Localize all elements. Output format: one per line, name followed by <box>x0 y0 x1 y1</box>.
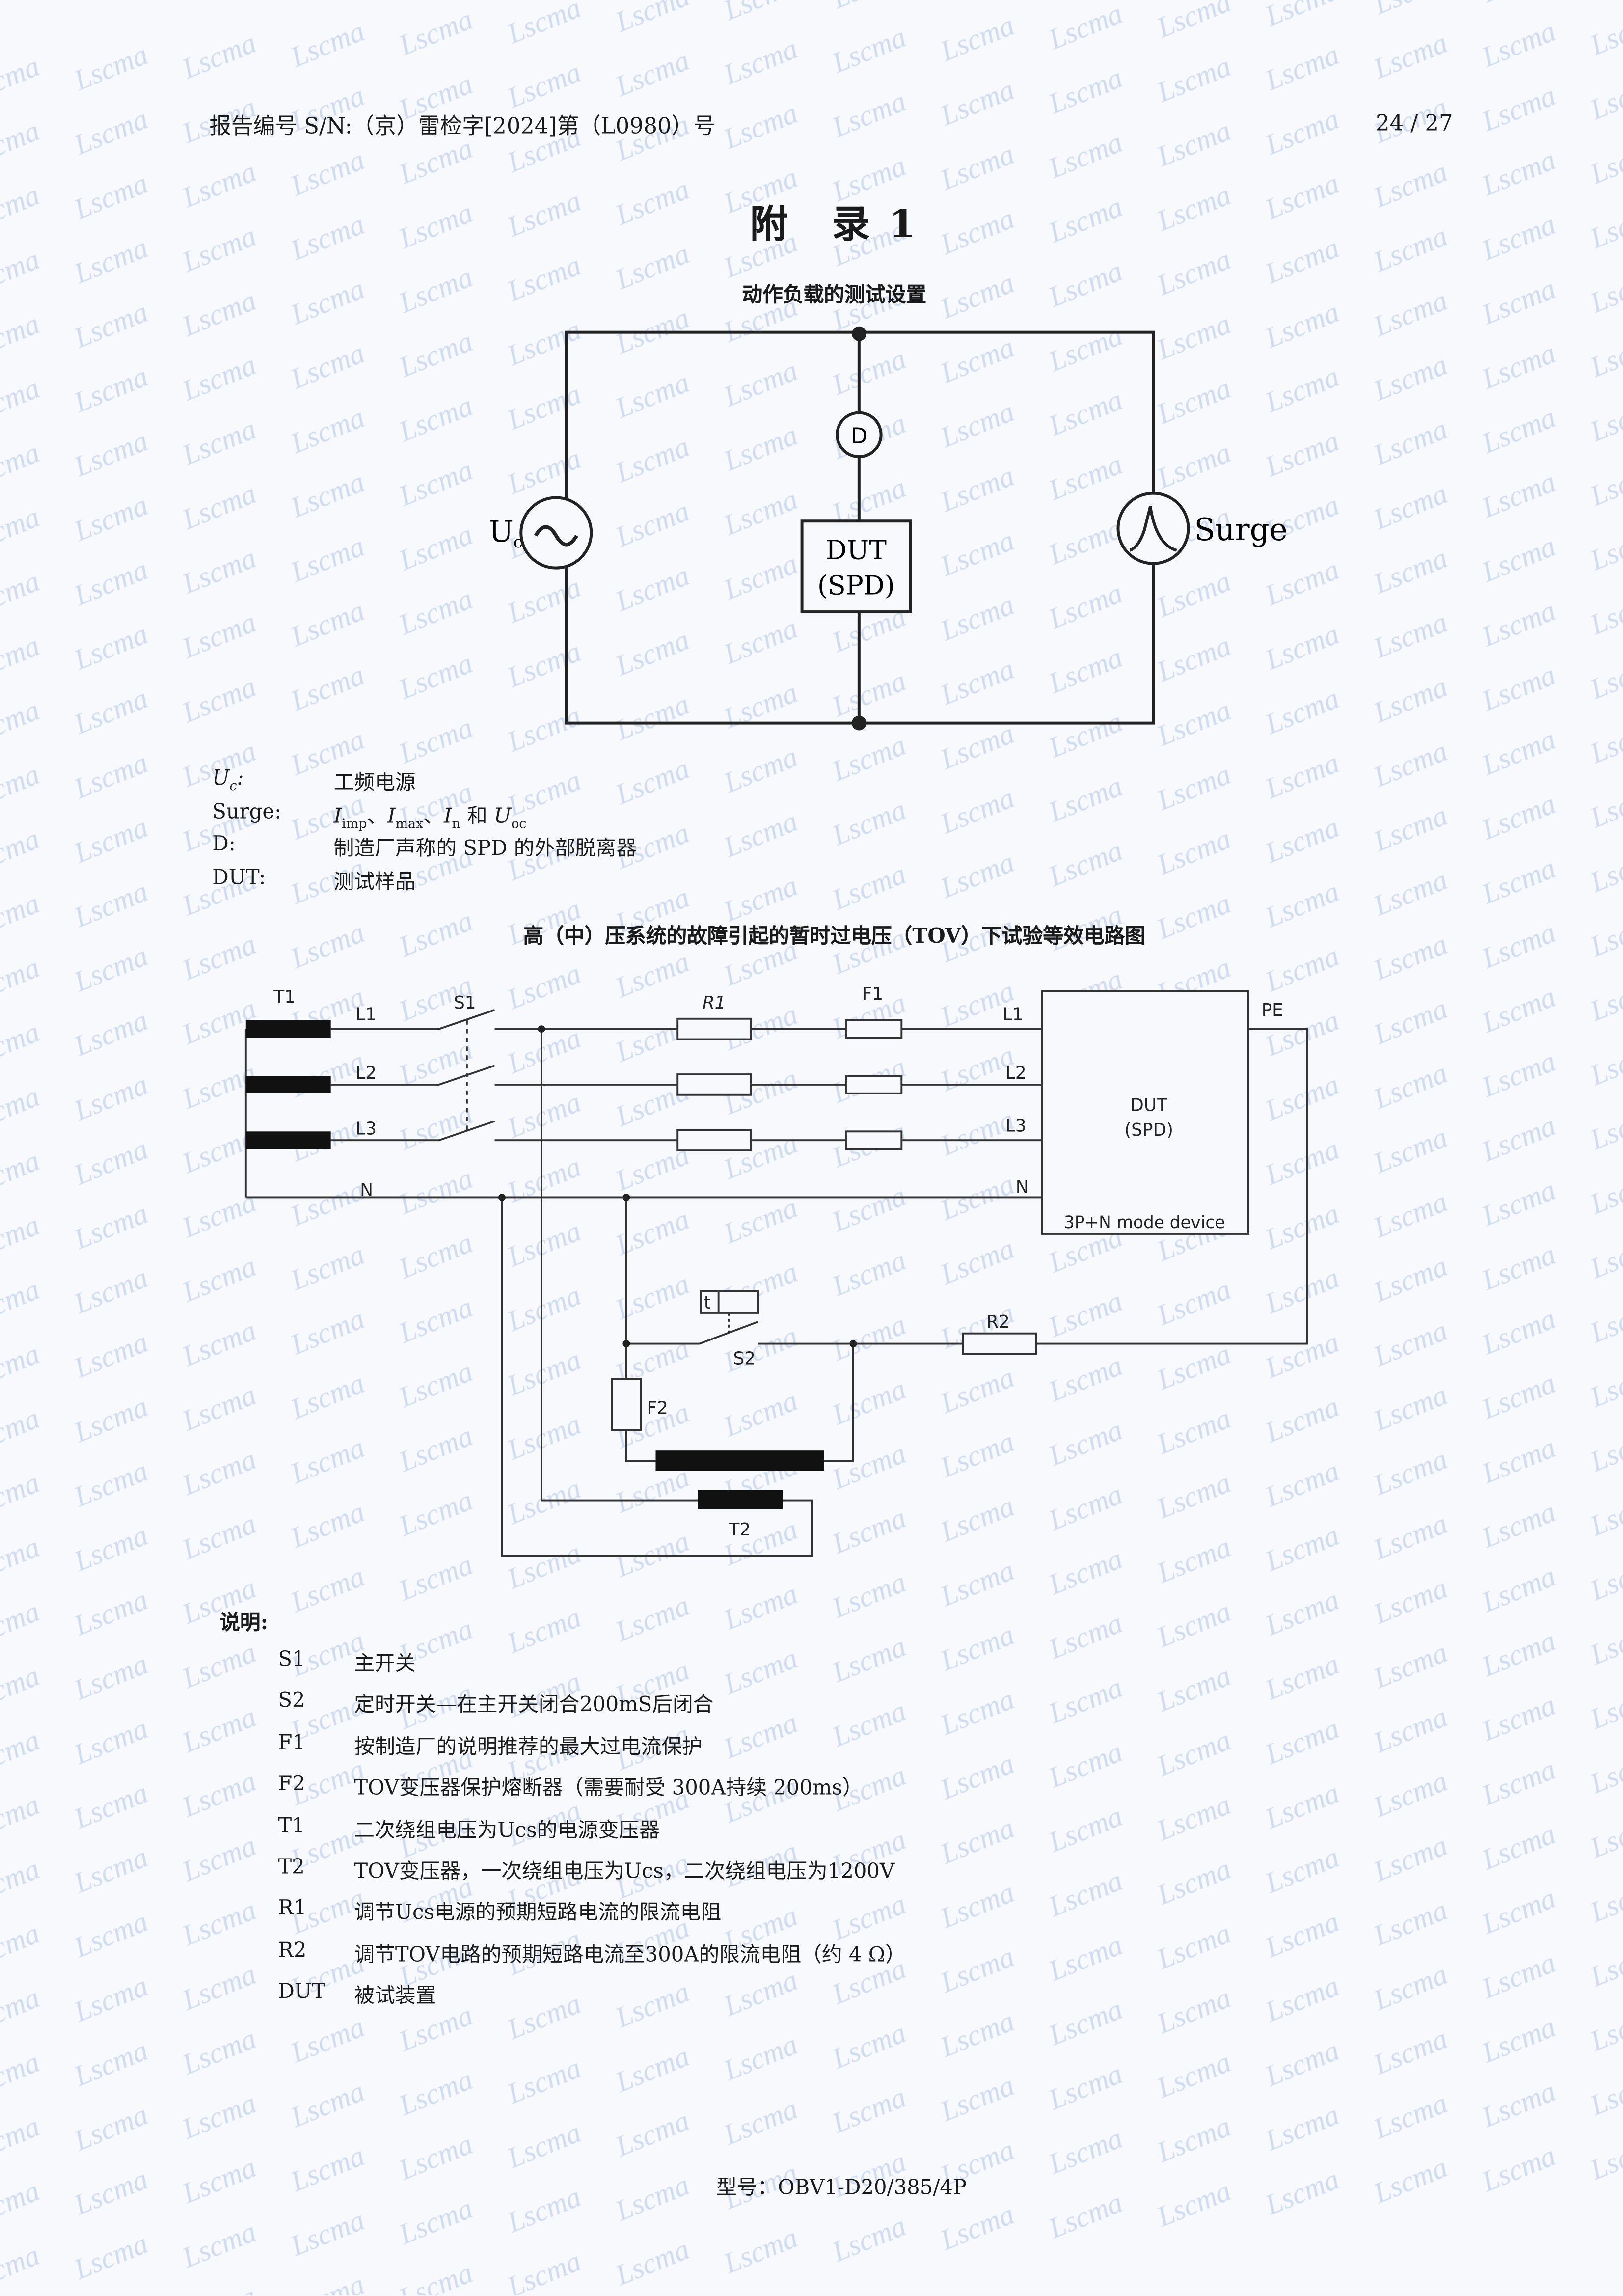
note-text: 定时开关—在主开关闭合200mS后闭合 <box>354 1694 714 1718</box>
l3-left: L3 <box>355 1119 377 1139</box>
s1-label: S1 <box>454 993 476 1013</box>
t2-label: T2 <box>729 1520 751 1540</box>
n-left: N <box>360 1180 373 1200</box>
note-key: T2 <box>278 1856 305 1880</box>
note-text: 主开关 <box>354 1652 416 1676</box>
appendix-title: 附 录 1 <box>750 203 919 247</box>
uc-label: Uc <box>489 515 523 551</box>
legend-dut-key: DUT: <box>212 866 266 890</box>
r1-label: R1 <box>703 993 726 1013</box>
tov-spd-label: (SPD) <box>1124 1120 1173 1140</box>
surge-generator-icon <box>1116 492 1190 565</box>
dut-box <box>800 519 912 614</box>
disconnector-d <box>836 411 883 459</box>
report-number: 报告编号 S/N:（京）雷检字[2024]第（L0980）号 <box>209 112 716 139</box>
page-number: 24 / 27 <box>1376 109 1453 137</box>
mode-label: 3P+N mode device <box>1064 1213 1225 1232</box>
spd-label: (SPD) <box>817 570 895 601</box>
legend-surge-text: Iimp、Imax、In 和 Uoc <box>333 805 527 833</box>
fig1-title: 动作负载的测试设置 <box>742 284 926 308</box>
d-label: D <box>851 423 867 449</box>
f1-label: F1 <box>862 984 883 1004</box>
tov-circuit <box>244 990 1308 1557</box>
note-text: 按制造厂的说明推荐的最大过电流保护 <box>354 1735 703 1759</box>
notes-heading: 说明: <box>219 1612 269 1635</box>
legend-uc-key: Uc: <box>212 767 244 795</box>
l1-left: L1 <box>355 1005 377 1025</box>
note-key: T1 <box>278 1814 305 1838</box>
note-text: 被试装置 <box>354 1985 436 2009</box>
t1-label: T1 <box>273 987 296 1007</box>
note-key: R1 <box>278 1897 307 1921</box>
note-key: F2 <box>278 1773 305 1797</box>
n-right: N <box>1016 1177 1029 1198</box>
dut-label: DUT <box>826 535 887 566</box>
note-text: 调节TOV电路的预期短路电流至300A的限流电阻（约 4 Ω） <box>354 1943 906 1967</box>
timer-label: t <box>704 1293 711 1313</box>
l3-right: L3 <box>1005 1116 1027 1136</box>
note-key: S2 <box>278 1690 305 1713</box>
tov-dut-box <box>1041 990 1249 1235</box>
legend-uc-text: 工频电源 <box>333 771 416 795</box>
legend-dut-text: 测试样品 <box>333 871 416 895</box>
note-text: TOV变压器保护熔断器（需要耐受 300A持续 200ms） <box>354 1777 863 1801</box>
legend-d-key: D: <box>212 833 236 856</box>
note-text: TOV变压器，一次绕组电压为Ucs，二次绕组电压为1200V <box>354 1860 895 1884</box>
surge-label: Surge <box>1194 512 1287 547</box>
fig2-title: 高（中）压系统的故障引起的暂时过电压（TOV）下试验等效电路图 <box>523 925 1145 949</box>
note-key: F1 <box>278 1731 305 1755</box>
operating-duty-circuit <box>519 330 1190 725</box>
model-footer: 型号：OBV1-D20/385/4P <box>716 2176 967 2200</box>
l1-right: L1 <box>1002 1005 1024 1025</box>
pe-label: PE <box>1262 1000 1283 1020</box>
r2-label: R2 <box>986 1312 1010 1332</box>
tov-dut-label: DUT <box>1130 1095 1167 1116</box>
note-text: 调节Ucs电源的预期短路电流的限流电阻 <box>354 1902 722 1926</box>
note-key: R2 <box>278 1939 307 1963</box>
l2-left: L2 <box>355 1063 377 1083</box>
s2-label: S2 <box>733 1348 755 1368</box>
legend-d-text: 制造厂声称的 SPD 的外部脱离器 <box>333 837 637 861</box>
note-key: DUT <box>278 1980 325 2004</box>
transformer-bars <box>245 1020 824 1509</box>
legend-surge-key: Surge: <box>212 800 282 824</box>
f2-label: F2 <box>647 1398 668 1419</box>
l2-right: L2 <box>1005 1063 1027 1083</box>
note-text: 二次绕组电压为Ucs的电源变压器 <box>354 1819 660 1842</box>
note-key: S1 <box>278 1648 305 1672</box>
